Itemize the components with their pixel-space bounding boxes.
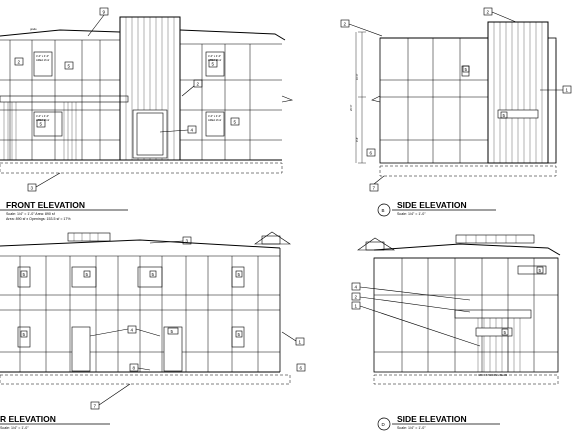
front-elevation-area: Area: 890 sf x Openings: 153.5 sf = 17% <box>6 217 71 221</box>
rear-elevation-title: R ELEVATION <box>0 414 56 424</box>
svg-text:3: 3 <box>31 186 34 191</box>
svg-text:2: 2 <box>355 295 358 300</box>
window-note: 4'-0" x 4'-0" <box>36 54 49 58</box>
svg-text:1: 1 <box>566 88 569 93</box>
svg-text:8: 8 <box>133 366 136 371</box>
callout-tag: 8 <box>129 363 151 372</box>
svg-text:4: 4 <box>131 328 134 333</box>
svg-text:1: 1 <box>355 304 358 309</box>
callout-tag: 5 <box>20 330 28 338</box>
callout-tag: 2 <box>351 292 471 313</box>
svg-text:5: 5 <box>212 62 215 67</box>
side-elevation-d-scale: Scale: 1/4" = 1'-0" <box>397 426 426 430</box>
callout-tag: 5 <box>83 270 91 278</box>
front-elevation-scale: Scale: 1/4" = 1'-0" Area: 890 sf <box>6 212 55 216</box>
callout-tag: 5 <box>149 270 157 278</box>
callout-tag: 7 <box>369 175 385 192</box>
callout-tag: 2 <box>181 79 203 97</box>
svg-text:3: 3 <box>186 239 189 244</box>
rear-elevation-scale: Scale: 1/4" = 1'-0" <box>0 426 29 430</box>
callout-tag: 5 <box>501 328 509 336</box>
svg-text:4: 4 <box>191 128 194 133</box>
svg-text:5: 5 <box>171 329 174 334</box>
side-elevation-b-title: SIDE ELEVATION <box>397 200 467 210</box>
dimension-label: 9'-6" <box>355 137 359 142</box>
svg-text:7: 7 <box>373 186 376 191</box>
callout-tag: 5 <box>235 330 243 338</box>
front-elevation: 4'-0" x 4'-0" AREA 16 sf 4'-0" x 4'-0" A… <box>0 7 294 221</box>
elevation-marker-b: B <box>382 208 385 213</box>
side-elevation-b-scale: Scale: 1/4" = 1'-0" <box>397 212 426 216</box>
svg-text:2: 2 <box>197 82 200 87</box>
svg-text:5: 5 <box>503 113 506 118</box>
side-elevation-d-title: SIDE ELEVATION <box>397 414 467 424</box>
callout-tag: 5 <box>230 117 240 126</box>
svg-text:2: 2 <box>487 10 490 15</box>
callout-tag: 5 <box>536 266 544 274</box>
svg-text:5: 5 <box>234 120 237 125</box>
svg-text:9: 9 <box>103 10 106 15</box>
rear-elevation: 3 5 5 5 5 5 5 5 4 1 <box>0 231 306 430</box>
svg-text:5: 5 <box>152 272 155 277</box>
callout-tag: 6 <box>366 148 376 157</box>
front-elevation-title: FRONT ELEVATION <box>6 200 85 210</box>
svg-text:4: 4 <box>355 285 358 290</box>
dimension-label: 20'-0" <box>349 104 353 111</box>
callout-tag: 5 <box>208 59 218 68</box>
material-note: GRAY STANDING SEAM <box>478 373 507 377</box>
window-note: 4'-0" x 4'-0" <box>36 114 49 118</box>
callout-tag: 2 <box>483 7 517 23</box>
callout-tag: 4 <box>351 282 471 301</box>
callout-tag: 1 <box>351 301 481 347</box>
callout-tag: 5 <box>20 270 28 278</box>
svg-text:1: 1 <box>299 340 302 345</box>
callout-tag: 1 <box>540 85 572 94</box>
callout-tag: 5 <box>500 111 508 119</box>
window-note: AREA 16 sf <box>208 118 222 122</box>
svg-text:7: 7 <box>94 404 97 409</box>
callout-tag: 7 <box>90 383 131 410</box>
callout-tag: 4 <box>159 125 197 134</box>
side-elevation-b: 10'-0" 20'-0" 9'-6" 2 2 1 5 5 6 7 <box>340 7 572 217</box>
svg-text:5: 5 <box>238 272 241 277</box>
side-elevation-d: 4 2 1 5 5 GRAY STANDING SEAM D SIDE ELEV… <box>351 234 561 431</box>
svg-text:5: 5 <box>238 332 241 337</box>
svg-text:5: 5 <box>504 330 507 335</box>
callout-tag: 3 <box>149 236 192 245</box>
svg-text:6: 6 <box>300 366 303 371</box>
dimension-label: 10'-0" <box>355 73 359 80</box>
elevation-marker-d: D <box>382 422 386 427</box>
svg-text:2: 2 <box>344 22 347 27</box>
callout-tag: 9 <box>87 7 109 37</box>
svg-text:5: 5 <box>465 67 468 72</box>
callout-tag: 2 <box>14 57 24 66</box>
callout-tag: 1 <box>281 331 305 346</box>
callout-tag: 6 <box>296 363 306 372</box>
callout-tag: 5 <box>167 327 179 335</box>
callout-tag: 5 <box>64 61 74 70</box>
svg-text:5: 5 <box>68 64 71 69</box>
svg-text:5: 5 <box>23 332 26 337</box>
callout-tag: 3 <box>27 172 61 192</box>
callout-tag: 5 <box>36 119 46 128</box>
svg-text:5: 5 <box>23 272 26 277</box>
callout-tag: 5 <box>462 65 470 73</box>
window-note: 4'-0" x 4'-0" <box>208 54 221 58</box>
svg-text:5: 5 <box>539 268 542 273</box>
callout-tag: 5 <box>235 270 243 278</box>
grade-note: grade <box>30 27 37 31</box>
svg-text:5: 5 <box>86 272 89 277</box>
svg-text:6: 6 <box>370 151 373 156</box>
callout-tag: 2 <box>340 19 383 37</box>
window-note: AREA 16 sf <box>36 58 50 62</box>
window-note: 4'-0" x 4'-0" <box>208 114 221 118</box>
svg-text:2: 2 <box>18 60 21 65</box>
svg-text:5: 5 <box>40 122 43 127</box>
callout-tag: 4 <box>89 325 161 337</box>
